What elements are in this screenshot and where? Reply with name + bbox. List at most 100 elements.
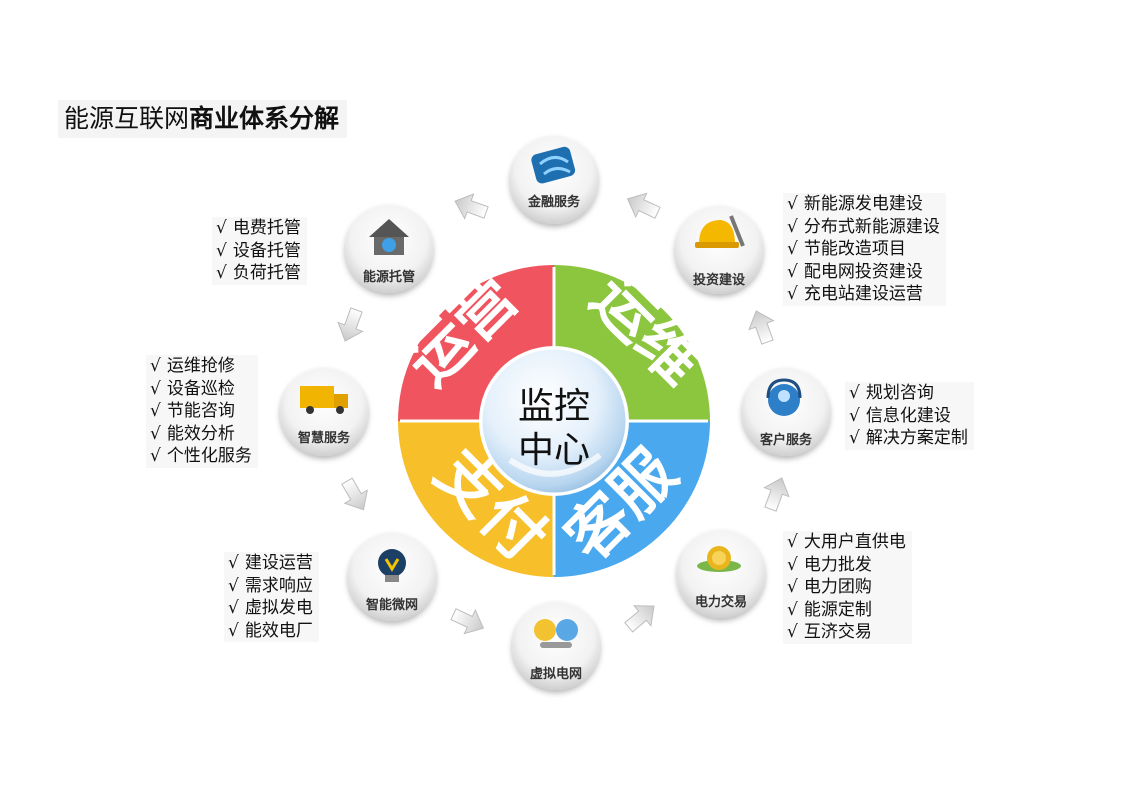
ring-segment-customer-service	[554, 421, 710, 577]
node-label-finance: 金融服务	[527, 194, 581, 210]
node-label-microgrid: 智能微网	[366, 597, 418, 613]
list-item-label: 信息化建设	[865, 405, 951, 426]
node-microgrid: 智能微网	[348, 533, 436, 621]
node-label-power-trade: 电力交易	[695, 594, 747, 610]
check-mark-icon: √	[150, 423, 161, 444]
list-item-label: 设备托管	[232, 240, 301, 261]
list-item: √电力批发	[787, 554, 906, 577]
list-item-label: 新能源发电建设	[803, 194, 923, 214]
node-label-customer: 客户服务	[760, 432, 813, 448]
list-item: √解决方案定制	[849, 427, 968, 450]
check-mark-icon: √	[787, 532, 798, 552]
list-item: √虚拟发电	[228, 597, 313, 620]
node-label-virtual-grid: 虚拟电网	[530, 666, 582, 682]
list-item-label: 解决方案定制	[865, 428, 968, 449]
list-item-label: 电费托管	[232, 218, 301, 238]
node-power-trade: 电力交易	[677, 530, 765, 618]
list-item-label: 节能咨询	[166, 401, 235, 422]
check-mark-icon: √	[216, 218, 227, 238]
list-item: √设备托管	[216, 240, 301, 263]
node-finance: 金融服务	[510, 136, 598, 224]
list-customer: √规划咨询√信息化建设√解决方案定制	[845, 382, 974, 450]
check-mark-icon: √	[787, 216, 798, 237]
list-item: √能效电厂	[228, 620, 313, 643]
node-customer: 客户服务	[742, 368, 830, 456]
list-item: √充电站建设运营	[787, 283, 940, 306]
list-invest: √新能源发电建设√分布式新能源建设√节能改造项目√配电网投资建设√充电站建设运营	[783, 193, 946, 306]
list-smart-service: √运维抢修√设备巡检√节能咨询√能效分析√个性化服务	[146, 355, 258, 468]
check-mark-icon: √	[150, 446, 161, 467]
list-item-label: 配电网投资建设	[803, 261, 923, 282]
node-label-invest: 投资建设	[693, 272, 746, 288]
cycle-arrow-icon	[341, 477, 368, 511]
list-power-trade: √大用户直供电√电力批发√电力团购√能源定制√互济交易	[783, 531, 912, 644]
list-energy-custody: √电费托管√设备托管√负荷托管	[212, 217, 307, 285]
list-item: √大用户直供电	[787, 531, 906, 554]
ring-segment-payment	[398, 421, 554, 577]
check-mark-icon: √	[216, 240, 227, 261]
cycle-arrow-icon	[337, 307, 364, 342]
check-mark-icon: √	[849, 405, 860, 426]
check-mark-icon: √	[787, 622, 798, 643]
check-mark-icon: √	[216, 263, 227, 284]
ring-segment-maintenance	[554, 265, 710, 421]
list-item-label: 规划咨询	[865, 383, 934, 403]
list-item-label: 能效电厂	[244, 620, 313, 641]
list-item-label: 建设运营	[244, 553, 313, 573]
hardhat-shovel-icon	[695, 215, 745, 248]
list-item: √配电网投资建设	[787, 261, 940, 284]
check-mark-icon: √	[787, 194, 798, 214]
list-item-label: 大用户直供电	[803, 532, 906, 552]
list-item-label: 需求响应	[244, 575, 313, 596]
list-item: √互济交易	[787, 621, 906, 644]
list-item-label: 电力批发	[803, 554, 872, 575]
check-mark-icon: √	[150, 356, 161, 376]
list-item: √分布式新能源建设	[787, 216, 940, 239]
list-item: √节能改造项目	[787, 238, 940, 261]
list-item: √节能咨询	[150, 400, 252, 423]
check-mark-icon: √	[849, 383, 860, 403]
check-mark-icon: √	[228, 553, 239, 573]
list-item: √负荷托管	[216, 262, 301, 285]
check-mark-icon: √	[787, 577, 798, 598]
check-mark-icon: √	[849, 428, 860, 449]
node-virtual-grid: 虚拟电网	[512, 602, 600, 690]
headset-agent-icon	[766, 378, 802, 416]
list-item: √新能源发电建设	[787, 193, 940, 216]
list-item-label: 分布式新能源建设	[803, 216, 940, 237]
list-item: √能源定制	[787, 599, 906, 622]
house-icon	[369, 219, 409, 255]
coins-icon	[697, 546, 741, 572]
node-smart-service: 智慧服务	[280, 368, 368, 456]
list-item-label: 能效分析	[166, 423, 235, 444]
delivery-truck-icon	[300, 386, 348, 414]
bulbs-handshake-icon	[534, 619, 578, 648]
cycle-arrows	[337, 192, 790, 635]
list-item-label: 个性化服务	[166, 446, 252, 467]
title-part1: 能源互联网	[64, 104, 190, 133]
cycle-arrow-icon	[626, 192, 661, 219]
node-energy-custody: 能源托管	[345, 205, 433, 293]
list-item-label: 互济交易	[803, 622, 872, 643]
list-item: √电费托管	[216, 217, 301, 240]
check-mark-icon: √	[787, 599, 798, 620]
page-title: 能源互联网商业体系分解	[58, 100, 348, 138]
globe-finance-icon	[531, 146, 576, 184]
cycle-arrow-icon	[450, 608, 485, 635]
list-item-label: 运维抢修	[166, 356, 235, 376]
check-mark-icon: √	[150, 401, 161, 422]
cycle-arrow-icon	[624, 605, 655, 633]
center-label-line2: 中心	[518, 430, 590, 471]
list-item-label: 虚拟发电	[244, 598, 313, 619]
check-mark-icon: √	[228, 620, 239, 641]
list-item: √个性化服务	[150, 445, 252, 468]
title-part2: 商业体系分解	[189, 104, 340, 133]
node-invest: 投资建设	[675, 206, 763, 294]
list-microgrid: √建设运营√需求响应√虚拟发电√能效电厂	[224, 552, 319, 643]
list-item-label: 节能改造项目	[803, 239, 906, 260]
check-mark-icon: √	[228, 575, 239, 596]
monitoring-center: 监控 中心	[479, 346, 629, 496]
list-item: √能效分析	[150, 423, 252, 446]
check-mark-icon: √	[787, 554, 798, 575]
cycle-arrow-icon	[454, 193, 489, 220]
